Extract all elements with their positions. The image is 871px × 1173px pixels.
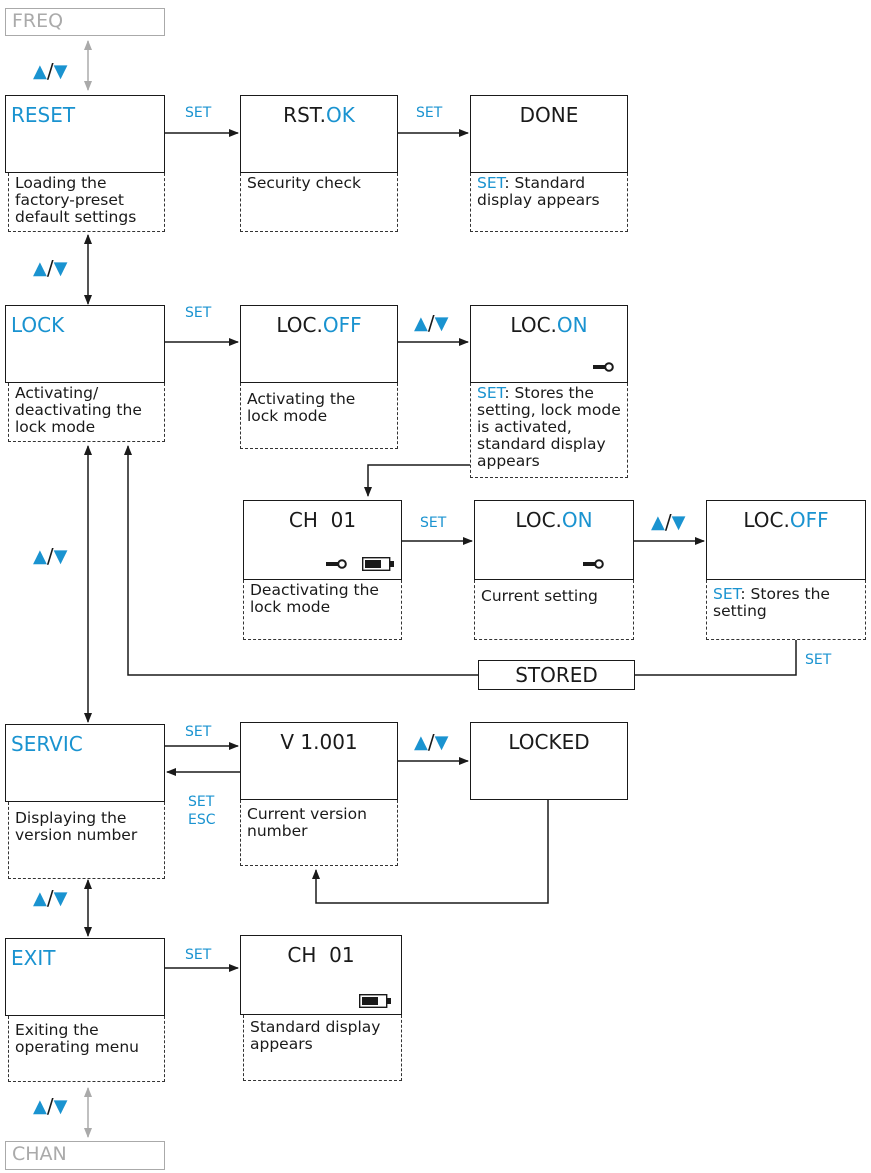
up-down-arrow-icon: ▲/▼: [33, 256, 67, 280]
exit-ch-display-title: CH 01: [287, 943, 355, 967]
battery-icon: [362, 557, 394, 571]
reset-done-desc: SET: Standard display appears: [470, 173, 628, 232]
exit-ch-display-box[interactable]: CH 01: [240, 935, 402, 1015]
lock-menu-box[interactable]: LOCK: [5, 305, 165, 383]
reset-confirm-desc: Security check: [240, 173, 398, 232]
set-label: SET: [805, 652, 832, 668]
set-label: SET: [185, 105, 212, 121]
lock-on-box[interactable]: LOC.ON: [470, 305, 628, 383]
key-icon: [583, 559, 604, 569]
lock-on-desc: SET: Stores the setting, lock mode is ac…: [470, 383, 628, 478]
set-label: SET: [188, 794, 215, 810]
set-label: SET: [420, 515, 447, 531]
up-down-arrow-icon: ▲/▼: [414, 311, 448, 335]
next-menu-chan: CHAN: [5, 1141, 165, 1170]
stored-box: STORED: [478, 660, 635, 690]
exit-menu-desc: Exiting the operating menu: [8, 1016, 165, 1082]
stored-label: STORED: [515, 663, 598, 687]
set-label: SET: [185, 724, 212, 740]
reset-menu-title: RESET: [11, 103, 76, 127]
service-menu-box[interactable]: SERVIC: [5, 724, 165, 802]
reset-confirm-title: RST.OK: [283, 103, 355, 127]
lock-current-title: LOC.ON: [515, 508, 593, 532]
lock-menu-title: LOCK: [11, 313, 65, 337]
service-menu-title: SERVIC: [11, 732, 83, 756]
reset-menu-desc: Loading the factory-preset default setti…: [8, 173, 165, 232]
up-down-arrow-icon: ▲/▼: [33, 544, 67, 568]
lock-new-desc: SET: Stores the setting: [706, 580, 866, 640]
lock-on-title: LOC.ON: [510, 313, 588, 337]
lock-current-box[interactable]: LOC.ON: [474, 500, 634, 580]
up-down-arrow-icon: ▲/▼: [414, 730, 448, 754]
lock-off-box[interactable]: LOC.OFF: [240, 305, 398, 383]
exit-menu-title: EXIT: [11, 946, 56, 970]
set-label: SET: [416, 105, 443, 121]
service-version-title: V 1.001: [280, 730, 358, 754]
lock-off-title: LOC.OFF: [276, 313, 362, 337]
lock-ch-display-desc: Deactivating the lock mode: [243, 580, 402, 640]
lock-ch-display-box[interactable]: CH 01: [243, 500, 402, 580]
service-locked-box[interactable]: LOCKED: [470, 722, 628, 800]
up-down-arrow-icon: ▲/▼: [33, 59, 67, 83]
battery-icon: [359, 994, 391, 1008]
esc-label: ESC: [188, 812, 216, 828]
up-down-arrow-icon: ▲/▼: [33, 1094, 67, 1118]
lock-off-desc: Activating the lock mode: [240, 383, 398, 449]
key-icon: [593, 362, 614, 372]
up-down-arrow-icon: ▲/▼: [33, 886, 67, 910]
service-version-desc: Current version number: [240, 800, 398, 866]
next-menu-label: CHAN: [12, 1143, 67, 1165]
lock-new-box[interactable]: LOC.OFF: [706, 500, 866, 580]
lock-menu-desc: Activating/ deactivating the lock mode: [8, 383, 165, 442]
lock-current-desc: Current setting: [474, 580, 634, 640]
set-label: SET: [185, 305, 212, 321]
prev-menu-freq: FREQ: [5, 8, 165, 36]
reset-done-box[interactable]: DONE: [470, 95, 628, 173]
lock-new-title: LOC.OFF: [743, 508, 829, 532]
service-locked-title: LOCKED: [508, 730, 590, 754]
key-icon: [326, 559, 347, 569]
exit-menu-box[interactable]: EXIT: [5, 938, 165, 1016]
set-label: SET: [185, 947, 212, 963]
service-menu-desc: Displaying the version number: [8, 802, 165, 879]
prev-menu-label: FREQ: [12, 10, 64, 32]
lock-ch-display-title: CH 01: [288, 508, 357, 532]
exit-ch-display-desc: Standard display appears: [243, 1015, 402, 1081]
up-down-arrow-icon: ▲/▼: [651, 510, 685, 534]
service-version-box[interactable]: V 1.001: [240, 722, 398, 800]
reset-confirm-box[interactable]: RST.OK: [240, 95, 398, 173]
reset-done-title: DONE: [519, 103, 579, 127]
reset-menu-box[interactable]: RESET: [5, 95, 165, 173]
